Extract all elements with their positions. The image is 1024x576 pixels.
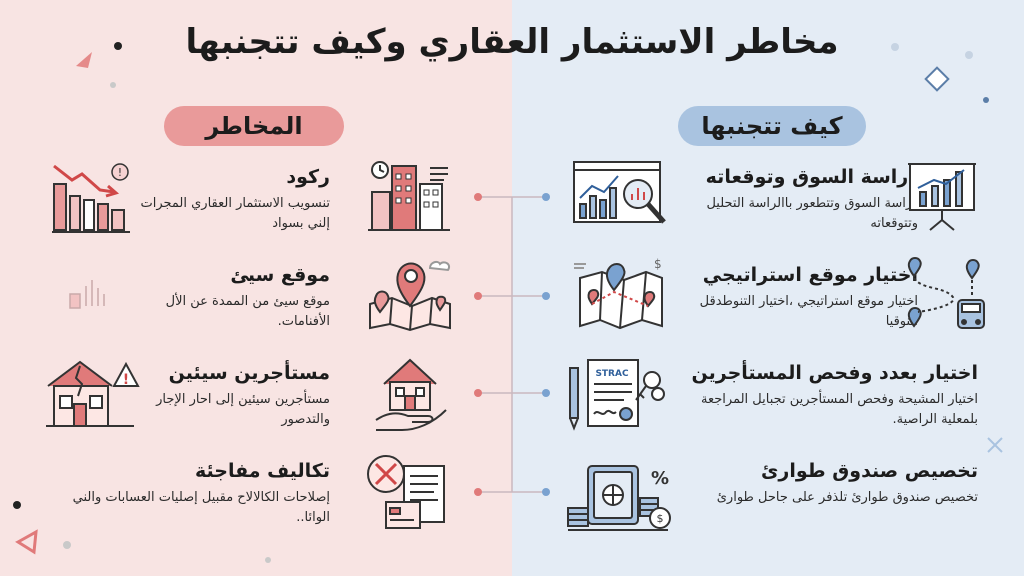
risk-description: تنسويب الاستثمار العقاري المجرات إلني بس… xyxy=(140,196,331,231)
risk-description: إصلاحات الكالالاح مقبيل إصليات العسابات … xyxy=(72,490,330,525)
dot-decoration-icon xyxy=(114,42,122,50)
contract-pen-keys-icon: STRAC xyxy=(569,359,665,431)
solution-connector-dot xyxy=(542,292,550,300)
risk-connector-dot xyxy=(474,389,482,397)
map-location-pin-icon xyxy=(369,260,451,332)
solution-connector-dot xyxy=(542,193,550,201)
triangle-decoration-icon xyxy=(15,529,38,555)
risk-title: مستأجرين سيئين xyxy=(168,362,330,384)
dot-decoration-icon xyxy=(891,43,899,51)
risk-description: مستأجرين سيئين إلى احار الإجار والتدصور xyxy=(156,392,330,427)
contract-label: STRAC xyxy=(595,369,629,379)
presentation-board-icon xyxy=(908,163,976,231)
declining-chart-icon: ! xyxy=(52,163,130,233)
safe-coins-icon: $ % xyxy=(567,465,671,531)
risk-connector-dot xyxy=(474,193,482,201)
risks-header: المخاطر xyxy=(164,106,344,146)
tools-and-bill-icon xyxy=(367,455,445,529)
triangle-decoration-icon xyxy=(76,52,92,68)
city-buildings-icon xyxy=(368,161,450,231)
dot-decoration-icon xyxy=(63,541,71,549)
dot-decoration-icon xyxy=(983,97,989,103)
risk-description: موقع سيئ من الممدة عن الأل الأفنامات. xyxy=(165,294,330,329)
route-pins-bus-icon xyxy=(907,257,985,329)
solution-title: تخصيص صندوق طوارئ xyxy=(760,460,978,482)
damaged-house-warning-icon: ! xyxy=(46,360,140,427)
svg-text:!: ! xyxy=(118,166,122,179)
svg-text:$: $ xyxy=(657,512,664,525)
dot-decoration-icon xyxy=(265,557,271,563)
cross-decoration-icon xyxy=(987,437,1003,453)
solution-title: دراسة السوق وتوقعاته xyxy=(705,166,918,188)
dot-decoration-icon xyxy=(13,501,21,509)
svg-text:%: % xyxy=(651,468,669,489)
risk-connector-dot xyxy=(474,488,482,496)
solution-connector-dot xyxy=(542,389,550,397)
solution-description: اختيار المشيحة وفحص المستأجرين تجبايل ال… xyxy=(701,392,978,427)
solution-connector-dot xyxy=(542,488,550,496)
dot-decoration-icon xyxy=(965,51,973,59)
risk-title: تكاليف مفاجئة xyxy=(195,460,330,482)
house-in-hand-icon xyxy=(375,358,447,431)
solutions-header: كيف تتجنبها xyxy=(678,106,866,146)
risk-title: موقع سيئ xyxy=(230,264,330,286)
solution-title: اختيار موقع استراتيجي xyxy=(702,264,918,286)
page-title: مخاطر الاستثمار العقاري وكيف تتجنبها xyxy=(185,22,839,62)
dot-decoration-icon xyxy=(110,82,116,88)
faded-chart-icon xyxy=(69,280,105,309)
solution-description: تخصيص صندوق طوارئ تلذفر على جاحل طوارئ xyxy=(716,490,978,505)
diamond-decoration-icon xyxy=(924,66,950,92)
solution-description: دراسة السوق وتتطعور باالراسة التحليل وتت… xyxy=(706,196,918,231)
map-pins-icon: $ xyxy=(574,257,663,330)
risk-connector-dot xyxy=(474,292,482,300)
svg-text:$: $ xyxy=(654,257,662,271)
risk-title: ركود xyxy=(286,166,330,188)
solution-description: اختيار موقع استراتيجي ،اختيار التنوطدقل … xyxy=(699,294,918,329)
market-analysis-magnifier-icon xyxy=(573,161,666,224)
solution-title: اختيار بعدد وفحص المستأجرين xyxy=(691,362,978,384)
svg-text:!: ! xyxy=(123,372,129,388)
